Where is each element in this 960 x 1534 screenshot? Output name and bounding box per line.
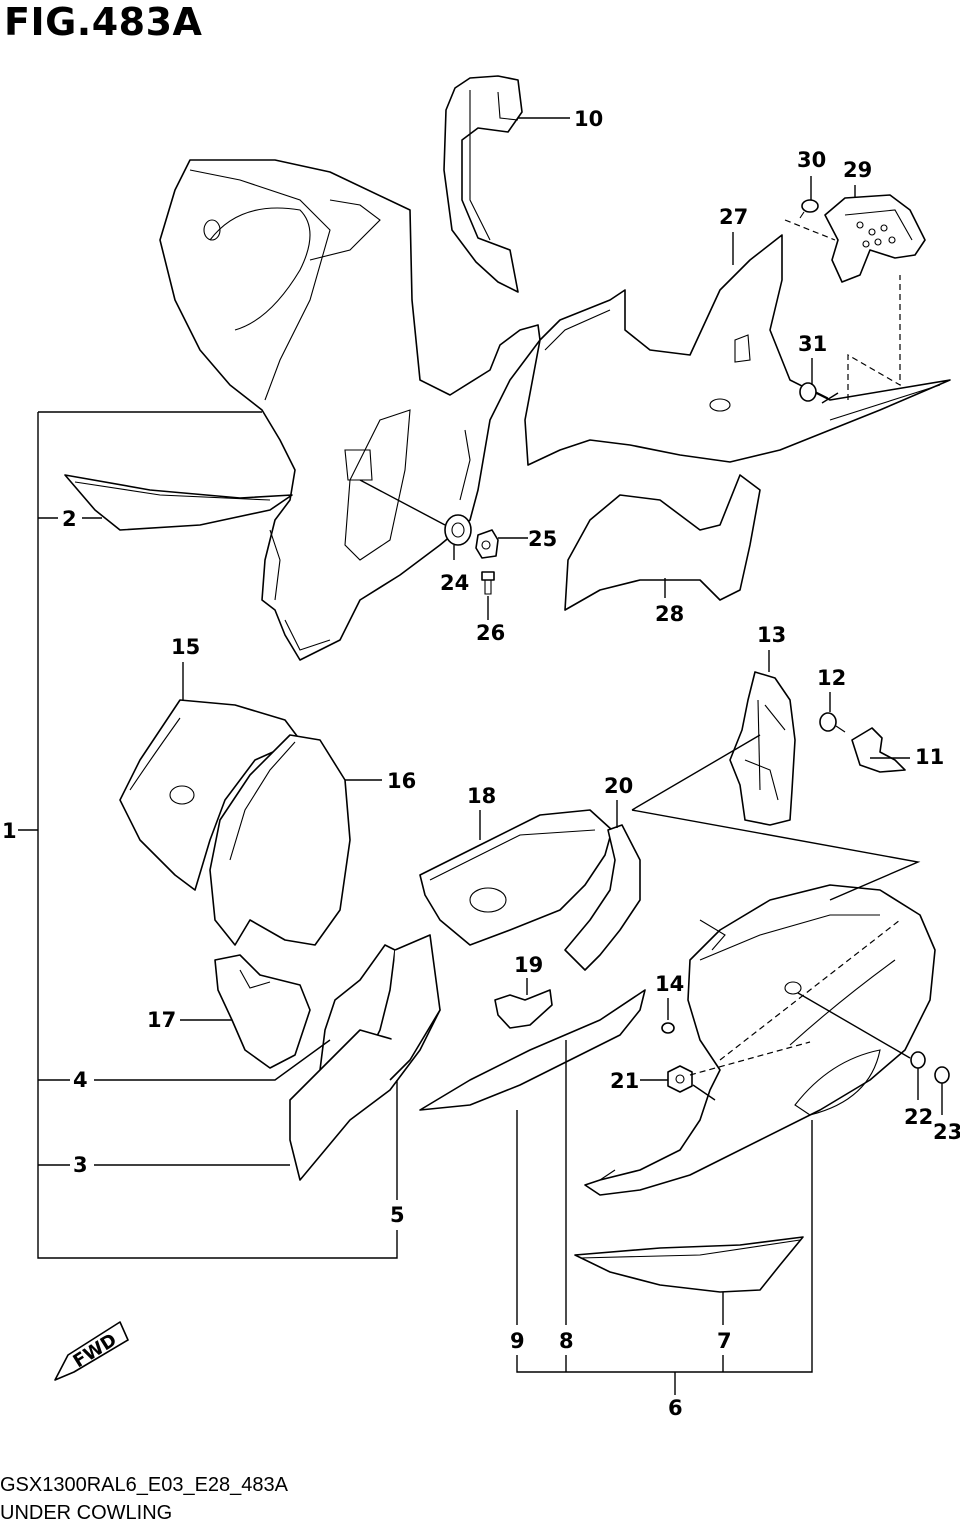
- fwd-label: FWD: [70, 1329, 121, 1372]
- callout-1: 1: [2, 819, 17, 843]
- part-30-screw: [799, 199, 819, 219]
- part-2-trim-strip: [64, 474, 293, 531]
- callout-16: 16: [387, 769, 416, 793]
- part-13-bracket: [729, 671, 796, 826]
- model-code: GSX1300RAL6_E03_E28_483A: [0, 1474, 289, 1496]
- part-16-inner-cover: [209, 734, 351, 946]
- part-24-grommet: [444, 514, 472, 546]
- callout-21: 21: [610, 1069, 639, 1093]
- callout-22: 22: [904, 1105, 933, 1129]
- callout-24: 24: [440, 571, 469, 595]
- callout-labels: 10 30 29 27 31 2 25 24 26 28 13 15 12 11…: [2, 107, 960, 1420]
- callout-20: 20: [604, 774, 633, 798]
- part-23-screw: [934, 1066, 950, 1084]
- part-20-strip: [564, 824, 641, 971]
- part-18-inner-panel: [419, 809, 613, 946]
- callout-29: 29: [843, 158, 872, 182]
- callout-13: 13: [757, 623, 786, 647]
- part-28-pad: [564, 474, 761, 611]
- callout-2: 2: [62, 507, 77, 531]
- part-27-lower-panel: [524, 234, 951, 466]
- part-8-strip: [419, 989, 646, 1111]
- leader-lines: [18, 117, 943, 1395]
- callout-3: 3: [73, 1153, 88, 1177]
- callout-26: 26: [476, 621, 505, 645]
- part-21-grommet: [667, 1065, 693, 1093]
- callout-17: 17: [147, 1008, 176, 1032]
- part-12-screw: [819, 712, 846, 733]
- callout-31: 31: [798, 332, 827, 356]
- callout-9: 9: [510, 1329, 525, 1353]
- callout-6: 6: [668, 1396, 683, 1420]
- part-29-bracket: [824, 194, 926, 283]
- callout-11: 11: [915, 745, 944, 769]
- callout-5: 5: [390, 1203, 405, 1227]
- part-15-inner-cover: [119, 699, 301, 891]
- fwd-direction-arrow: FWD: [54, 1321, 129, 1381]
- callout-28: 28: [655, 602, 684, 626]
- callout-10: 10: [574, 107, 603, 131]
- part-11-bracket: [851, 727, 906, 773]
- part-22-grommet: [910, 1051, 926, 1069]
- part-1-side-cowling: [159, 159, 541, 661]
- callout-27: 27: [719, 205, 748, 229]
- part-19-clip: [494, 989, 553, 1029]
- callout-15: 15: [171, 635, 200, 659]
- callout-23: 23: [933, 1120, 960, 1144]
- part-26-screw: [481, 571, 495, 595]
- part-31-screw: [799, 382, 829, 402]
- callout-19: 19: [514, 953, 543, 977]
- part-14-screw: [661, 1022, 675, 1034]
- callout-18: 18: [467, 784, 496, 808]
- callout-4: 4: [73, 1068, 88, 1092]
- part-5-panel: [389, 934, 441, 1081]
- callout-8: 8: [559, 1329, 574, 1353]
- part-6-under-cowling: [584, 884, 936, 1196]
- callout-30: 30: [797, 148, 826, 172]
- part-25-nut: [475, 529, 499, 559]
- section-name: UNDER COWLING: [0, 1502, 173, 1524]
- callout-7: 7: [717, 1329, 732, 1353]
- callout-12: 12: [817, 666, 846, 690]
- figure-title: FIG.483A: [4, 0, 203, 44]
- part-17-cover: [214, 954, 311, 1069]
- callout-14: 14: [655, 972, 684, 996]
- part-7-trim-strip: [574, 1236, 804, 1293]
- part-10-bracket: [443, 75, 523, 293]
- callout-25: 25: [528, 527, 557, 551]
